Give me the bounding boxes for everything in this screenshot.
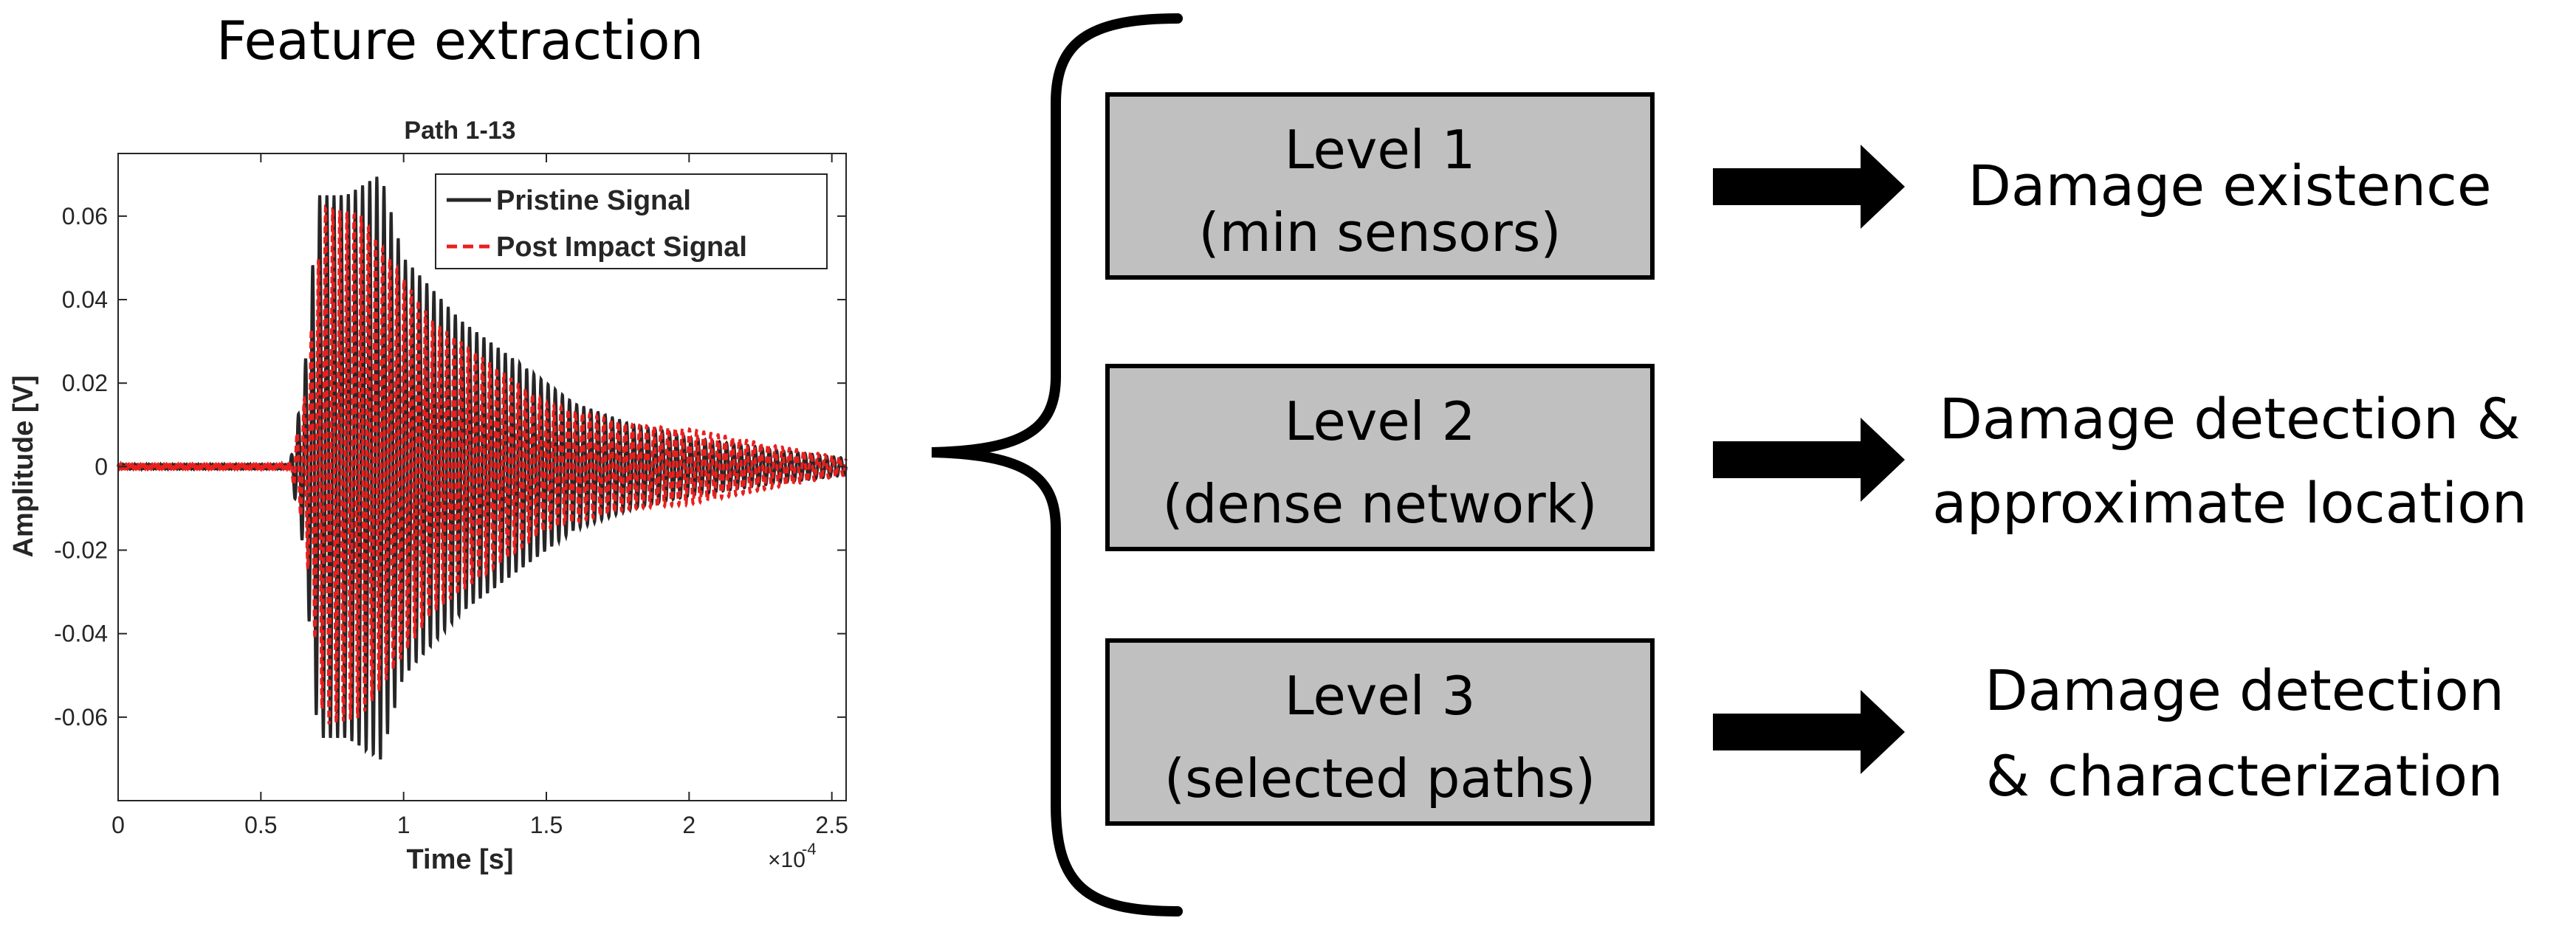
level-2-arrow xyxy=(1713,418,1905,502)
x-exponent-base: ×10 xyxy=(768,848,806,872)
series-line-post-impact xyxy=(117,204,848,725)
level-1-box xyxy=(1105,92,1655,280)
level-1-row: Level 1 (min sensors) Damage existence xyxy=(1105,92,2492,280)
level-2-result-line-1: Damage detection & xyxy=(1939,386,2520,452)
legend-box xyxy=(435,173,828,269)
level-2-subtitle: (dense network) xyxy=(1163,473,1598,535)
x-axis-ticks: 0 0.5 1 1.5 2 2.5 xyxy=(111,153,848,838)
y-axis-ticks: 0.06 0.04 0.02 0 -0.02 -0.04 -0.06 xyxy=(54,203,846,731)
plot-frame xyxy=(117,153,847,801)
chart-title: Path 1-13 xyxy=(404,117,515,145)
level-3-result-line-2: & characterization xyxy=(1986,743,2504,809)
x-tick-label: 0 xyxy=(111,812,125,838)
x-tick-label: 0.5 xyxy=(244,812,277,838)
curly-brace xyxy=(931,13,1183,917)
level-1-arrow xyxy=(1713,145,1905,229)
level-2-row: Level 2 (dense network) Damage detection… xyxy=(1105,364,2527,551)
level-3-subtitle: (selected paths) xyxy=(1164,748,1596,810)
y-axis-label: Amplitude [V] xyxy=(8,376,39,558)
x-tick-label: 1.5 xyxy=(530,812,563,838)
level-3-box xyxy=(1105,638,1655,826)
level-2-box xyxy=(1105,364,1655,551)
y-tick-label: 0.02 xyxy=(62,370,108,396)
signal-chart: Path 1-13 0 0.5 1 1.5 2 2.5 0.06 0.04 0.02 0 -0.0… xyxy=(8,117,848,875)
y-tick-label: -0.04 xyxy=(54,621,108,647)
level-3-row: Level 3 (selected paths) Damage detectio… xyxy=(1105,638,2504,826)
level-3-title: Level 3 xyxy=(1285,665,1476,727)
y-tick-label: -0.02 xyxy=(54,537,108,564)
legend-label-post-impact: Post Impact Signal xyxy=(496,232,747,263)
x-exponent: ×10 -4 xyxy=(768,840,817,872)
level-1-title: Level 1 xyxy=(1285,119,1476,181)
y-tick-label: 0.04 xyxy=(62,286,108,313)
y-tick-label: 0 xyxy=(95,453,108,480)
feature-extraction-title: Feature extraction xyxy=(216,10,704,72)
level-3-result-line-1: Damage detection xyxy=(1985,657,2504,723)
level-1-result: Damage existence xyxy=(1968,153,2491,218)
x-axis-label: Time [s] xyxy=(406,844,513,875)
level-1-subtitle: (min sensors) xyxy=(1199,201,1562,263)
level-3-arrow xyxy=(1713,690,1905,774)
x-tick-label: 1 xyxy=(397,812,411,838)
chart-legend: Pristine Signal Post Impact Signal xyxy=(435,173,828,269)
x-tick-label: 2.5 xyxy=(815,812,848,838)
x-tick-label: 2 xyxy=(682,812,695,838)
level-2-result-line-2: approximate location xyxy=(1932,470,2527,536)
legend-label-pristine: Pristine Signal xyxy=(496,185,691,216)
y-tick-label: 0.06 xyxy=(62,203,108,229)
y-tick-label: -0.06 xyxy=(54,704,108,731)
x-exponent-power: -4 xyxy=(802,840,817,858)
level-2-title: Level 2 xyxy=(1285,390,1476,452)
